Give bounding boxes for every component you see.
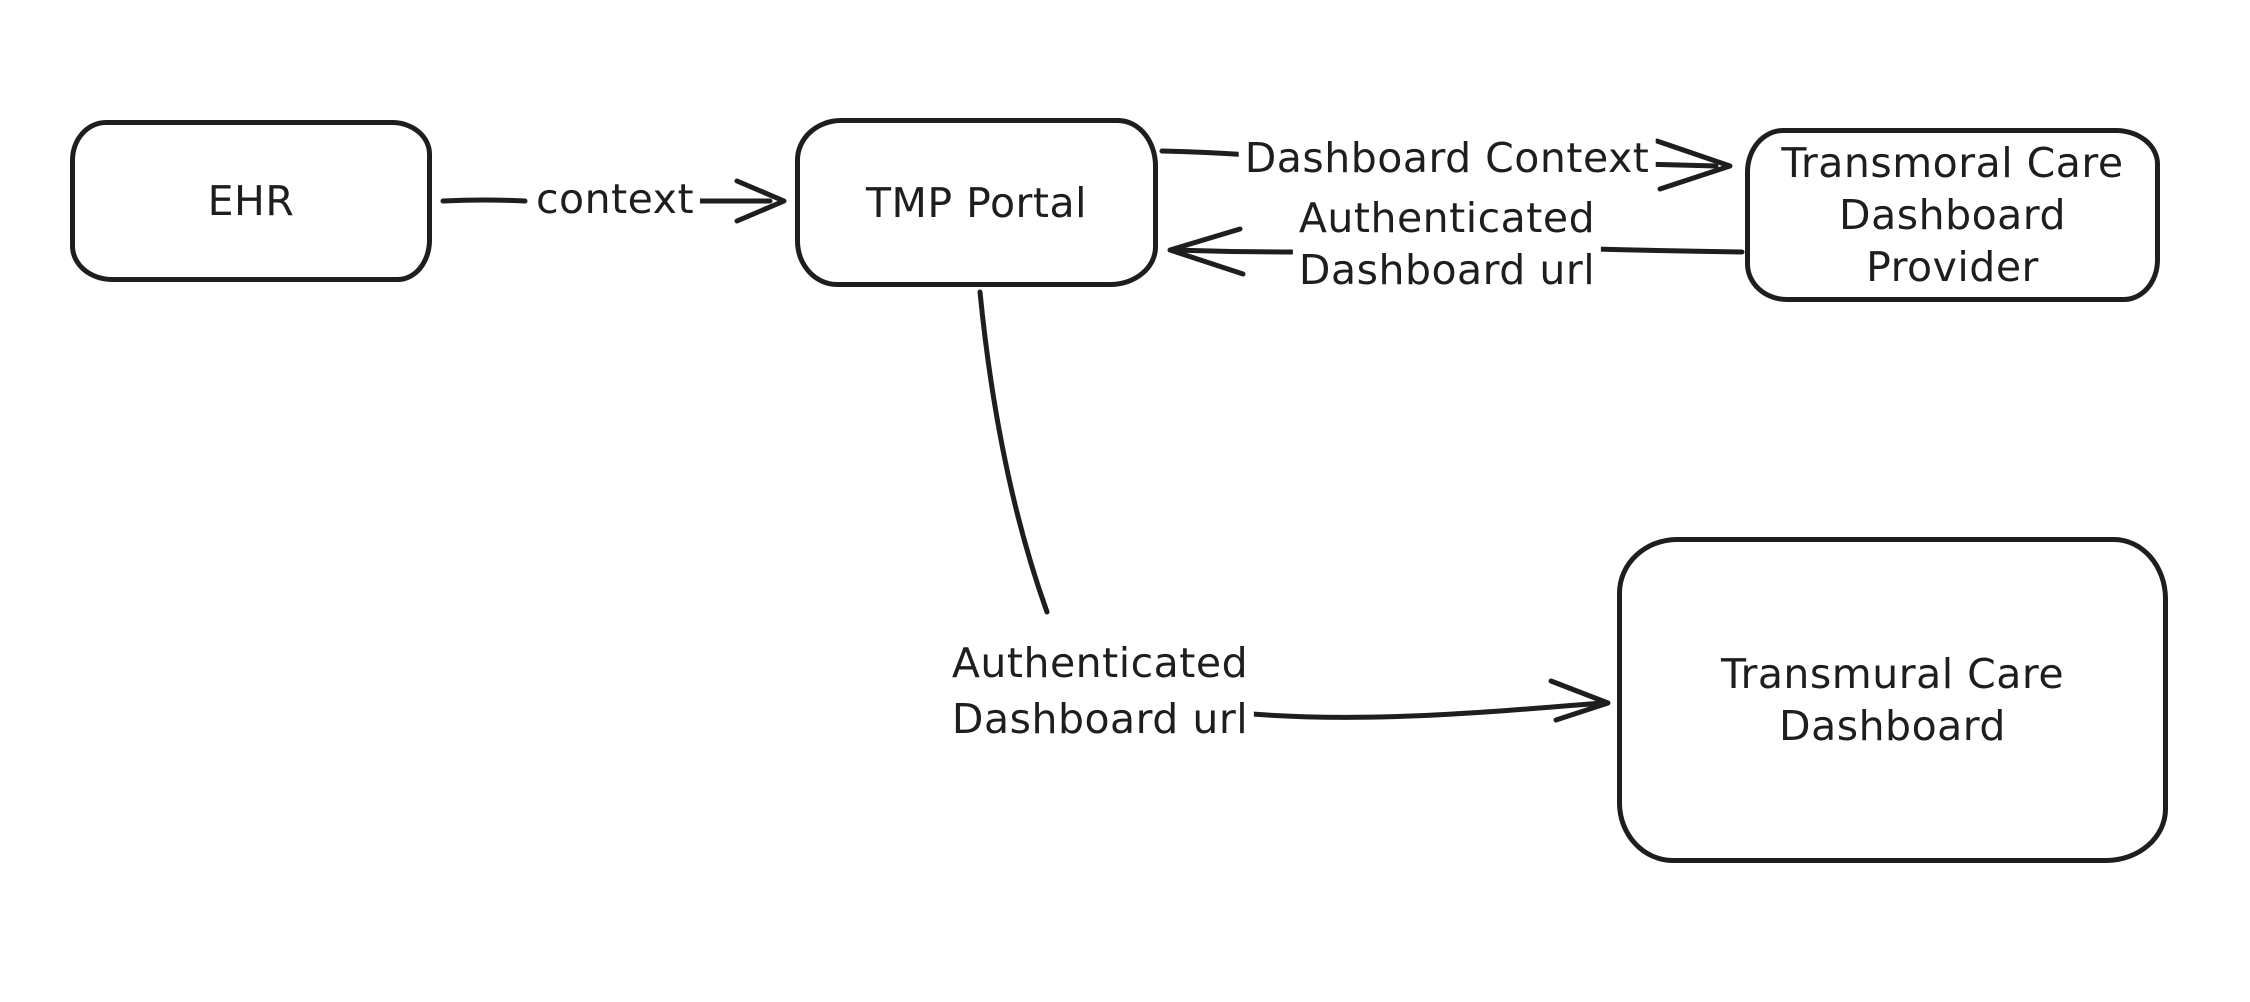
edge-auth-open-curve xyxy=(977,289,1050,615)
edge-auth-open-arrowhead xyxy=(1548,678,1611,723)
edge-label-authenticated-dashboard-url-return: Authenticated Dashboard url xyxy=(1292,192,1602,296)
edge-label-authenticated-dashboard-url-open: Authenticated Dashboard url xyxy=(945,635,1255,747)
node-tmp-portal-label: TMP Portal xyxy=(866,178,1087,227)
edge-dashboard-context-line-start xyxy=(1159,148,1253,158)
edge-auth-return-arrowhead xyxy=(1167,226,1246,277)
node-ehr: EHR xyxy=(70,120,432,282)
edge-auth-open-line xyxy=(1249,700,1605,720)
edge-label-context: context xyxy=(529,173,701,225)
edge-label-dashboard-context: Dashboard Context xyxy=(1238,132,1656,184)
node-ehr-label: EHR xyxy=(207,177,295,225)
node-provider-label: Transmoral Care Dashboard Provider xyxy=(1781,139,2124,291)
node-transmoral-care-dashboard-provider: Transmoral Care Dashboard Provider xyxy=(1745,128,2160,302)
edge-auth-return-line-start xyxy=(1591,246,1745,255)
edge-dashboard-context-arrowhead xyxy=(1654,138,1733,192)
node-tmp-portal: TMP Portal xyxy=(795,118,1158,287)
edge-auth-return-line-end xyxy=(1169,247,1301,255)
edge-context-arrowhead xyxy=(734,178,787,224)
node-dashboard-label: Transmural Care Dashboard xyxy=(1720,650,2065,750)
edge-context-line-start xyxy=(440,197,528,204)
node-transmural-care-dashboard: Transmural Care Dashboard xyxy=(1617,537,2168,863)
